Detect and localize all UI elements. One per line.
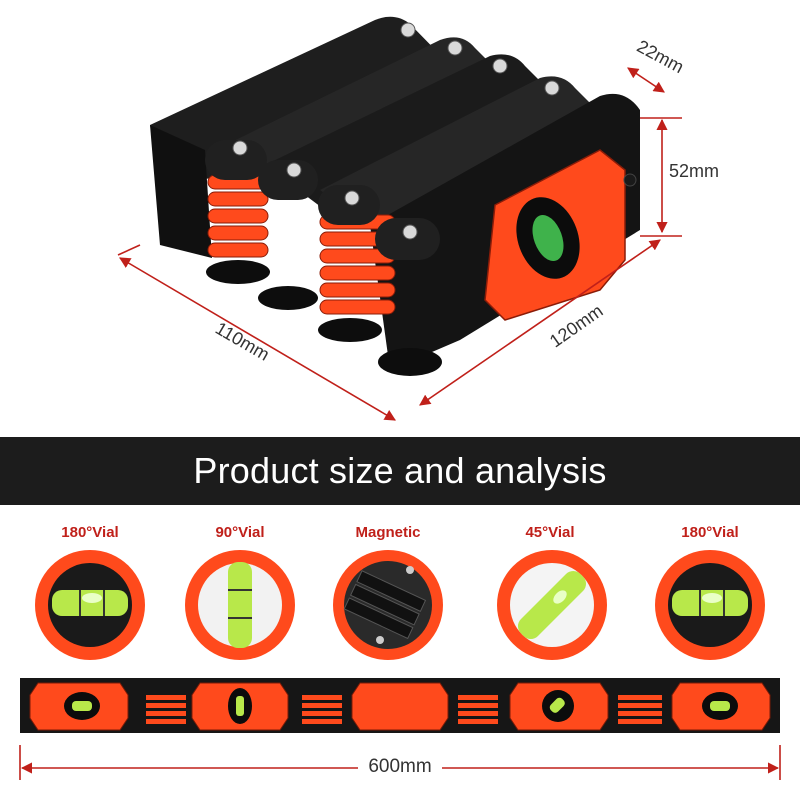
dimension-lines xyxy=(117,67,682,421)
vial-180-icon xyxy=(655,550,765,660)
feature-label: Magnetic xyxy=(355,524,421,541)
vial-45-icon xyxy=(497,550,607,660)
length-unfolded-dimension-label: 600mm xyxy=(368,756,432,777)
feature-label: 180°Vial xyxy=(681,524,739,541)
magnetic-icon xyxy=(333,550,443,660)
feature-circles xyxy=(35,550,765,660)
height-dimension-label: 52mm xyxy=(669,161,720,181)
feature-label: 180°Vial xyxy=(61,524,119,541)
banner xyxy=(0,437,800,505)
unfolded-level-illustration xyxy=(20,678,780,733)
banner-title: Product size and analysis xyxy=(193,450,607,491)
feature-label: 90°Vial xyxy=(215,524,265,541)
vial-90-icon xyxy=(185,550,295,660)
feature-label: 45°Vial xyxy=(525,524,575,541)
vial-180-icon xyxy=(35,550,145,660)
